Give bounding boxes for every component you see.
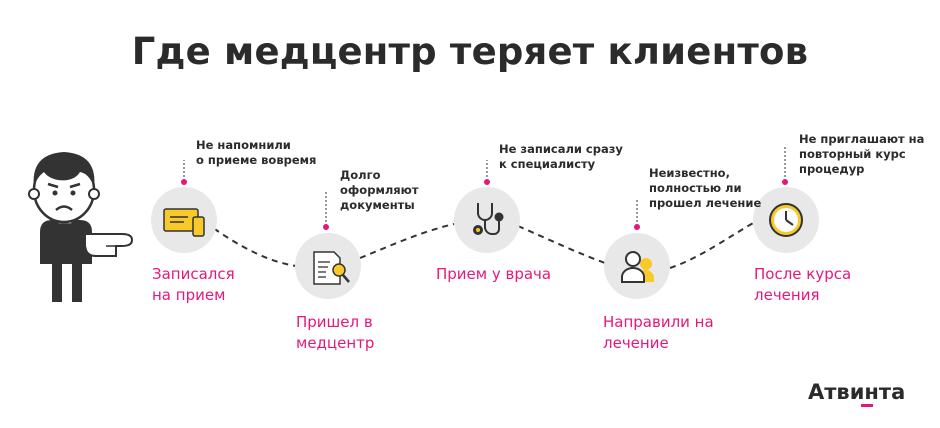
users-icon: [621, 251, 654, 283]
logo-accent-bar: [861, 404, 873, 407]
stethoscope-icon: [473, 203, 504, 235]
note-dot-4: [634, 224, 640, 230]
ticket-icon: [163, 208, 205, 237]
note-dot-5: [782, 179, 788, 185]
clock-icon: [769, 203, 803, 237]
step-label-3: Прием у врача: [436, 265, 552, 283]
note-dot-3: [484, 179, 490, 185]
document-search-icon: [313, 251, 350, 285]
flow-path: [204, 221, 756, 269]
page-title: Где медцентр теряет клиентов: [131, 30, 809, 73]
note-dot-1: [181, 179, 187, 185]
note-dot-2: [323, 224, 329, 230]
brand-logo: Атвинта: [808, 380, 906, 404]
sad-person-icon: [28, 152, 134, 302]
step-circle-4: [604, 233, 670, 299]
